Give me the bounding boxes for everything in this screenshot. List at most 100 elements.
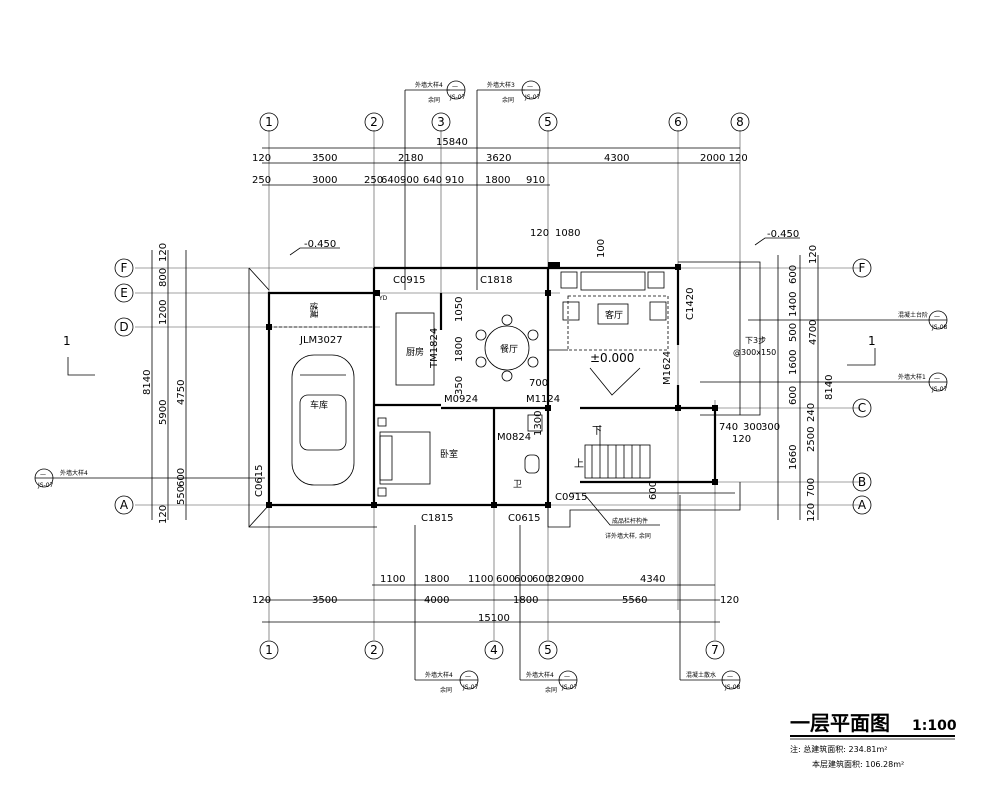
axis-right-B: B	[858, 475, 866, 489]
svg-text:—: —	[40, 471, 46, 478]
dim-right-r-8: 2500	[806, 427, 817, 452]
dim-top-r2-4: 900	[400, 175, 419, 186]
callout-bottom-a: — JS-07 外墙大样4 余同	[414, 525, 479, 694]
dim-right-r-10: 120	[806, 503, 817, 522]
bed-symbol	[377, 417, 431, 497]
dim-misc-5: 700	[529, 378, 548, 389]
axis-right-A: A	[858, 498, 867, 512]
dim-left-mid-0: 5900	[158, 400, 169, 425]
dim-top-r1-1: 3500	[312, 153, 337, 164]
op-m1624: M1624	[662, 351, 673, 385]
op-c1420: C1420	[685, 288, 696, 320]
svg-text:JS-07: JS-07	[462, 684, 479, 691]
dim-bot-r1-1: 1800	[424, 574, 449, 585]
svg-text:—: —	[452, 83, 458, 90]
svg-text:JS-07: JS-07	[37, 482, 54, 489]
dim-bot-r1-3: 600	[496, 574, 515, 585]
callout-rm: 外墙大样1	[898, 373, 926, 381]
axis-left-E: E	[120, 286, 128, 300]
callout-ba-0: 外墙大样4	[425, 671, 453, 679]
axis-bot-1: 1	[265, 643, 273, 657]
axis-right-F: F	[859, 261, 866, 275]
building-walls	[248, 261, 761, 528]
op-c0615-left: C0615	[254, 465, 265, 497]
dim-misc-1: 120	[732, 434, 751, 445]
svg-text:—: —	[934, 313, 940, 320]
elev-left: -0.450	[304, 239, 336, 250]
dim-bot-r2-1: 3500	[312, 595, 337, 606]
dim-bot-r1-8: 4340	[640, 574, 665, 585]
op-c0615-bot: C0615	[508, 513, 540, 524]
room-dining: 餐厅	[500, 343, 518, 355]
dim-right-mid: 4700	[808, 320, 819, 345]
op-m1124: M1124	[526, 394, 560, 405]
dim-bot-r2-4: 5560	[622, 595, 647, 606]
callout-bn-0: 成品栏杆构件	[612, 517, 648, 525]
svg-text:JS-07: JS-07	[931, 386, 948, 393]
area-note-floor: 本层建筑面积: 106.28m²	[812, 759, 904, 769]
axis-bot-7: 7	[711, 643, 719, 657]
axis-top-2: 2	[370, 115, 378, 129]
stair-symbol	[584, 425, 651, 479]
callout-top-left: — JS-07 外墙大样4 余同	[404, 80, 466, 290]
callout-bottom-c: — JS-08 混凝土散水	[679, 495, 741, 691]
dim-top-total: 15840	[436, 137, 468, 148]
stair-up: 上	[574, 458, 584, 470]
dim-misc-6: 100	[596, 239, 607, 258]
dim-right-r-0: 120	[808, 245, 819, 264]
area-note-total: 注: 总建筑面积: 234.81m²	[790, 744, 887, 754]
dim-bot-r1-6: 320	[548, 574, 567, 585]
room-bedroom: 卧室	[440, 448, 458, 460]
axis-left-D: D	[119, 320, 128, 334]
toilet-symbol	[524, 414, 543, 474]
op-c1818: C1818	[480, 275, 512, 286]
svg-text:JS-07: JS-07	[524, 94, 541, 101]
svg-text:JS-08: JS-08	[931, 324, 948, 331]
section-left: 1	[63, 334, 71, 348]
axis-bubbles-top: 1 2 3 5 6 8	[259, 112, 750, 132]
left-dimensions: 8140 5900 4750 120 800 1200 550 600 120	[142, 243, 187, 524]
svg-text:JS-07: JS-07	[449, 94, 466, 101]
dim-right-outer: 8140	[824, 375, 835, 400]
dim-right-r-6: 240	[806, 403, 817, 422]
axis-bubbles-bottom: 1 2 4 5 7	[259, 640, 725, 660]
callout-tm-0: 外墙大样3	[487, 81, 515, 89]
right-dimensions: 8140 4700 120 600 1400 500 1600 600 240 …	[454, 228, 835, 522]
dim-right-r-9: 700	[806, 478, 817, 497]
dining-table-symbol	[475, 314, 539, 382]
dim-top-r2-7: 1800	[485, 175, 510, 186]
axis-bot-2: 2	[370, 643, 378, 657]
dim-top-r2-8: 910	[526, 175, 545, 186]
dim-top-r1-3: 3620	[486, 153, 511, 164]
dim-misc-11: 1800	[454, 337, 465, 362]
callout-tm-1: 余同	[502, 96, 514, 104]
dim-bot-r1-0: 1100	[380, 574, 405, 585]
callout-ba-1: 余同	[440, 686, 452, 694]
dim-top-r2-5: 640	[423, 175, 442, 186]
room-kitchen: 厨房	[406, 346, 424, 358]
sofa-symbol	[560, 271, 667, 325]
opening-labels: JLM3027 C0915 C1818 C1420 TM1824 M1624 M…	[254, 275, 696, 524]
dim-bot-r2-3: 1800	[513, 595, 538, 606]
dim-right-r-5: 600	[788, 386, 799, 405]
room-living: 客厅	[605, 309, 623, 321]
dim-bot-r2-5: 120	[720, 595, 739, 606]
dim-left-row-0: 120	[158, 243, 169, 262]
stair-down: 下	[592, 426, 602, 437]
dim-left-bot-0: 550	[176, 486, 187, 505]
callout-right-mid: — JS-07 外墙大样1	[700, 372, 948, 393]
dim-right-r-1: 600	[788, 265, 799, 284]
callout-ru: 混凝土台阶	[898, 311, 928, 319]
dim-top-r2-2: 250	[364, 175, 383, 186]
dim-right-r-7: 1660	[788, 445, 799, 470]
callout-bc: 混凝土散水	[686, 671, 716, 679]
axis-bot-5: 5	[544, 643, 552, 657]
top-dimensions: 15840 120 3500 2180 3620 4300 2000 120 2…	[252, 137, 748, 186]
dim-bot-total: 15100	[478, 613, 510, 624]
drawing-scale: 1:100	[912, 718, 957, 734]
room-labels: 车库 厨房 餐厅 客厅 卧室 卫 储藏	[309, 302, 623, 490]
dim-top-r1-4: 4300	[604, 153, 629, 164]
dim-left-mid-1: 4750	[176, 380, 187, 405]
equipment-yd: YD	[378, 295, 388, 302]
drawing-title: 一层平面图	[790, 711, 890, 735]
